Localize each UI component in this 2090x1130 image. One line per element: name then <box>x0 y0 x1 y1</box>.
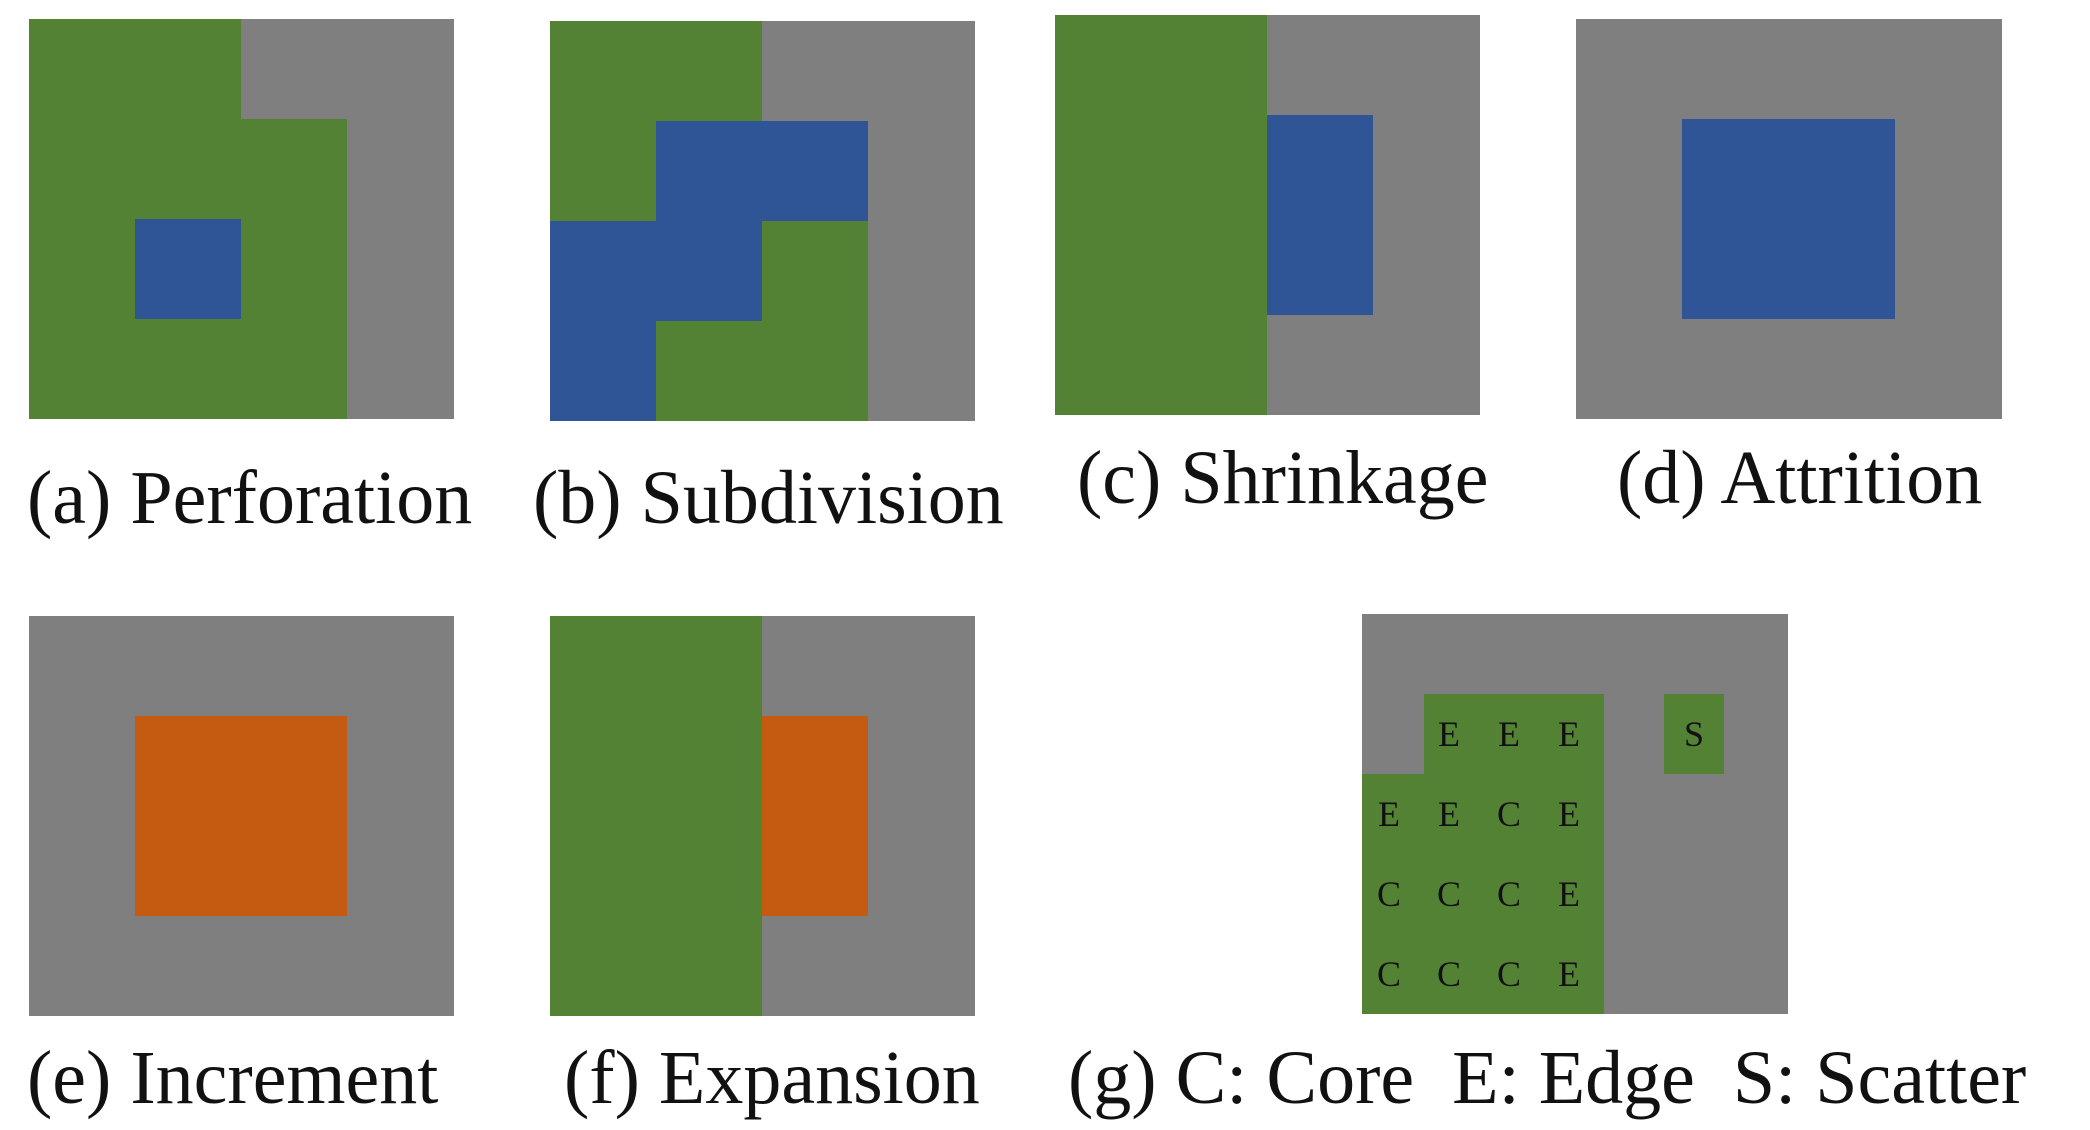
green-region <box>550 616 762 1016</box>
cell-label: C <box>1496 874 1521 914</box>
green-region <box>656 321 762 421</box>
caption-a: (a) Perforation <box>27 456 473 540</box>
caption-e: (e) Increment <box>27 1036 439 1120</box>
orange-region <box>135 716 347 916</box>
cell-label: E <box>1438 794 1460 834</box>
orange-region <box>762 716 868 916</box>
green-region <box>1055 15 1267 415</box>
cell-label: E <box>1438 714 1460 754</box>
panel-subdivision <box>550 21 975 421</box>
caption-c: (c) Shrinkage <box>1077 436 1489 520</box>
blue-strip <box>550 321 656 421</box>
green-region <box>762 221 868 421</box>
cell-label: E <box>1558 874 1580 914</box>
panel-expansion <box>550 616 975 1016</box>
cell-label: C <box>1436 874 1461 914</box>
panel-core-edge-scatter: E E E S E E C E C C C E C C C E <box>1362 614 1788 1014</box>
cell-label: E <box>1498 714 1520 754</box>
cell-label: E <box>1558 794 1580 834</box>
cell-label: E <box>1378 794 1400 834</box>
cell-label: C <box>1436 954 1461 994</box>
caption-b: (b) Subdivision <box>533 456 1004 540</box>
green-region <box>1362 774 1604 1014</box>
blue-strip <box>550 221 762 321</box>
cell-label: C <box>1376 874 1401 914</box>
panel-increment <box>29 616 454 1016</box>
caption-d: (d) Attrition <box>1617 436 1983 520</box>
panel-attrition <box>1576 19 2002 419</box>
scatter-label: S <box>1683 714 1705 754</box>
blue-region <box>1267 115 1373 315</box>
blue-region <box>1682 119 1895 319</box>
panel-shrinkage <box>1055 15 1480 415</box>
green-region <box>241 119 347 419</box>
cell-label: E <box>1558 954 1580 994</box>
blue-hole <box>135 219 241 319</box>
cell-label: E <box>1558 714 1580 754</box>
cell-label: C <box>1376 954 1401 994</box>
cell-label: C <box>1496 954 1521 994</box>
panel-perforation <box>29 19 454 419</box>
caption-f: (f) Expansion <box>564 1036 980 1120</box>
scatter-patch <box>1664 694 1724 774</box>
green-region <box>1424 694 1604 774</box>
blue-strip <box>656 121 868 221</box>
caption-g: (g) C: Core E: Edge S: Scatter <box>1068 1036 2027 1120</box>
cell-label: C <box>1496 794 1521 834</box>
